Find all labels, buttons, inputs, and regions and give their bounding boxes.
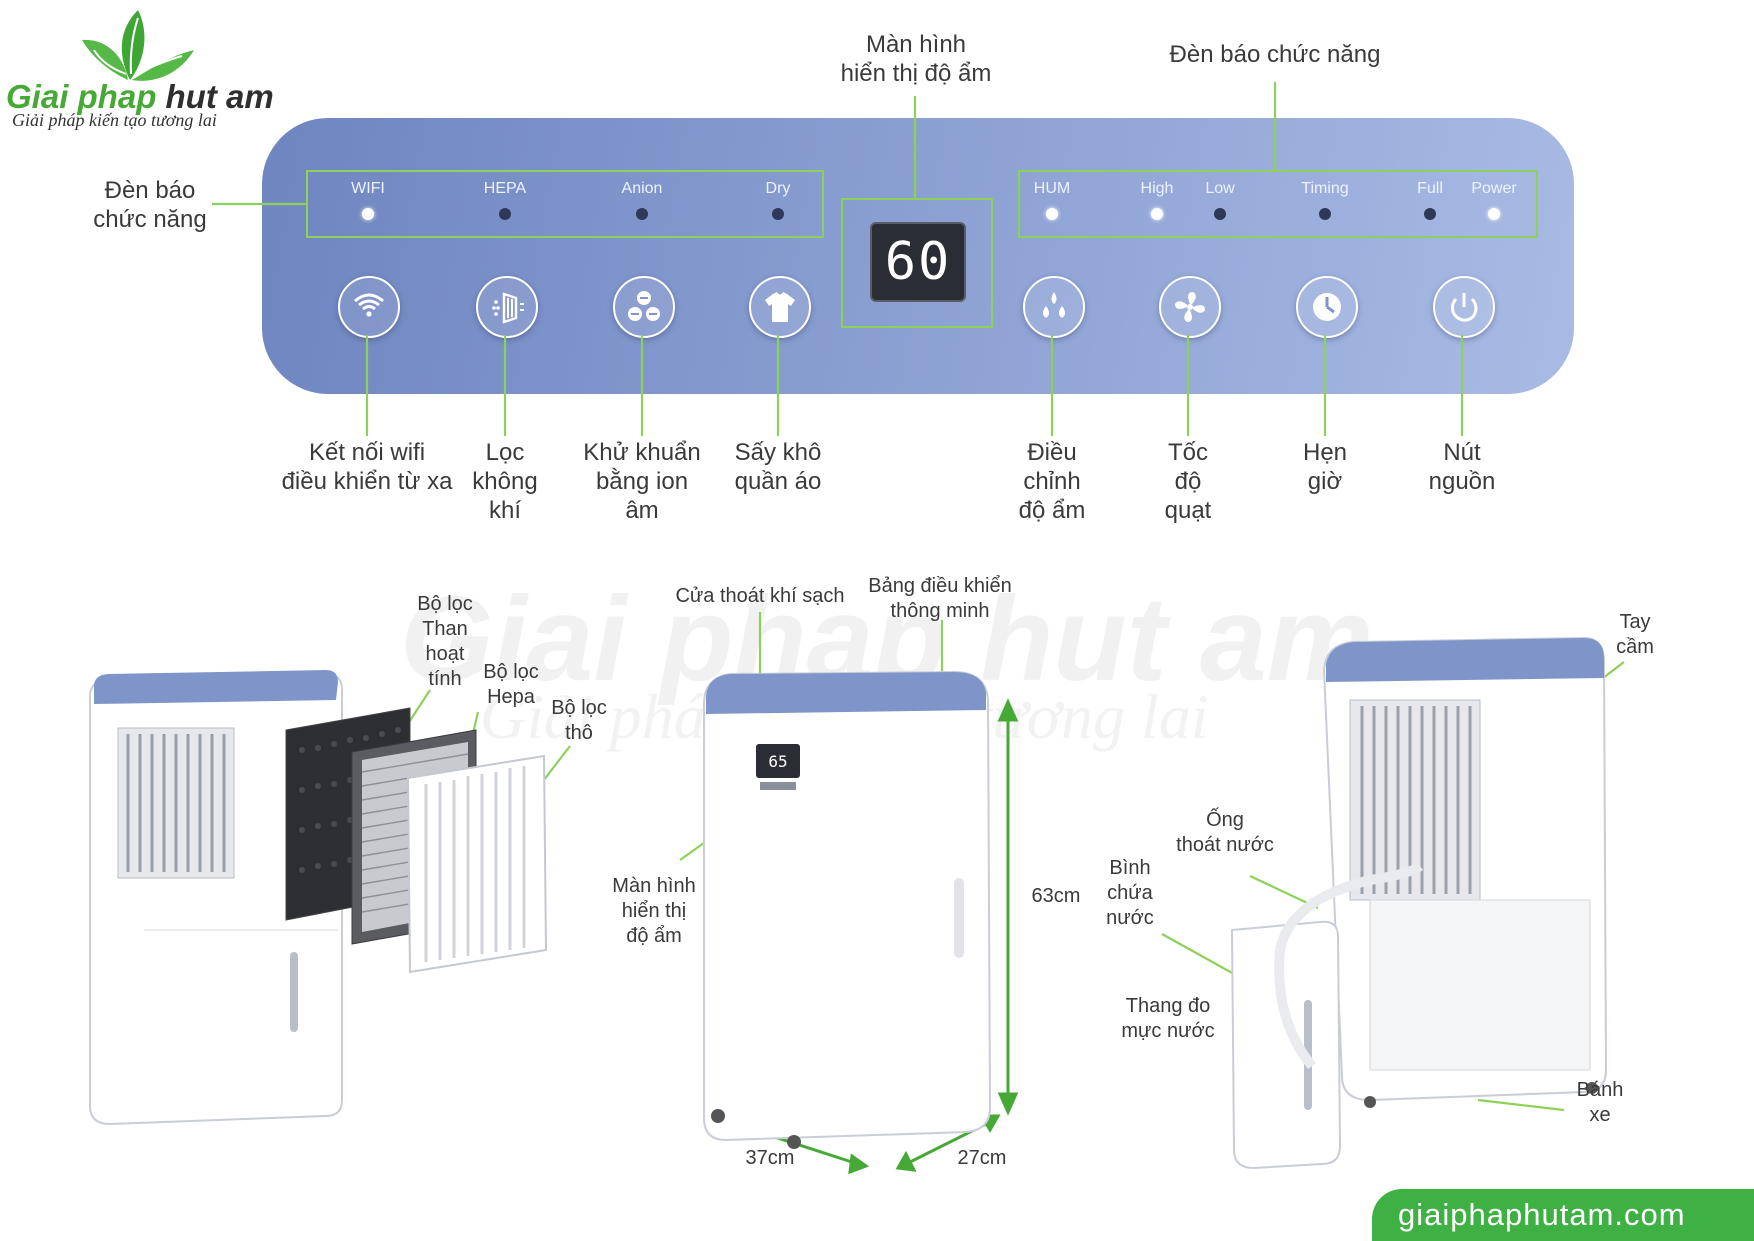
left-indicator-label-dry: Dry <box>765 180 791 197</box>
carbon-filter-label: Bộ lọc Than hoạt tính <box>417 593 473 690</box>
coarse-filter-label: Bộ lọc thô <box>551 697 607 744</box>
website-url[interactable]: giaiphaphutam.com <box>1398 1197 1686 1232</box>
control-button-fan[interactable] <box>1159 276 1221 338</box>
wifi-icon <box>354 293 384 317</box>
right-indicator-label-timing: Timing <box>1301 180 1349 197</box>
left-indicator-light-anion <box>636 208 648 220</box>
water-tank-label: Bình chứa nước <box>1106 857 1154 929</box>
button-label-ion: Khử khuẩn bằng ion âm <box>583 439 701 524</box>
air-outlet-label: Cửa thoát khí sạch <box>675 585 845 607</box>
right-indicator-light-high <box>1151 208 1163 220</box>
fan-icon <box>1175 292 1205 322</box>
air-filter-icon <box>492 292 524 324</box>
dehumidifier-front-view: 65 <box>696 664 996 1164</box>
ion-icon <box>628 291 660 321</box>
control-button-ion[interactable] <box>613 276 675 338</box>
control-button-water-drops[interactable] <box>1023 276 1085 338</box>
humidity-value: 60 <box>884 232 952 292</box>
dehumidifier-front-illustration: 65 <box>703 670 992 1149</box>
clock-icon <box>1313 293 1341 321</box>
right-indicator-label-low: Low <box>1205 180 1235 197</box>
left-indicator-title: Đèn báo chức năng <box>93 177 207 233</box>
logo: Giai phap hut am Giải pháp kiến tạo tươn… <box>0 0 300 130</box>
right-indicator-light-full <box>1424 208 1436 220</box>
left-indicator-label-anion: Anion <box>621 180 663 197</box>
right-indicator-light-hum <box>1046 208 1058 220</box>
handle-label: Tay cầm <box>1616 611 1654 658</box>
dehumidifier-rear-illustration <box>1230 636 1608 1170</box>
water-gauge-label: Thang đo mực nước <box>1121 995 1215 1042</box>
left-indicator-group <box>306 170 824 238</box>
dehumidifier-rear-view <box>1220 630 1620 1170</box>
button-label-air-filter: Lọc không khí <box>472 439 538 524</box>
front-screen-label: Màn hình hiển thị độ ẩm <box>612 875 696 947</box>
control-button-clock[interactable] <box>1296 276 1358 338</box>
button-label-water-drops: Điều chỉnh độ ẩm <box>1018 439 1086 524</box>
display-title: Màn hình hiển thị độ ẩm <box>840 31 992 87</box>
water-drops-icon <box>1043 292 1065 318</box>
left-indicator-label-wifi: WIFI <box>351 180 385 197</box>
height-dimension: 63cm <box>1031 885 1081 907</box>
depth-dimension: 27cm <box>957 1147 1007 1169</box>
humidity-display: 60 <box>870 222 966 302</box>
dehumidifier-exploded-view <box>80 660 560 1140</box>
hepa-filter-label: Bộ lọc Hepa <box>483 661 539 708</box>
drain-hose-label: Ống thoát nước <box>1176 809 1274 856</box>
control-button-air-filter[interactable] <box>476 276 538 338</box>
control-button-wifi[interactable] <box>338 276 400 338</box>
width-dimension: 37cm <box>745 1147 795 1169</box>
right-indicator-label-high: High <box>1140 180 1174 197</box>
right-indicator-group <box>1018 170 1538 238</box>
left-indicator-light-hepa <box>499 208 511 220</box>
website-badge[interactable]: giaiphaphutam.com <box>1372 1189 1754 1241</box>
button-label-clock: Hẹn giờ <box>1302 439 1348 495</box>
left-indicator-light-wifi <box>362 208 374 220</box>
power-icon <box>1450 293 1478 322</box>
right-indicator-label-full: Full <box>1417 180 1443 197</box>
logo-tagline: Giải pháp kiến tạo tương lai <box>12 110 217 130</box>
wheel-label: Bánh xe <box>1576 1079 1624 1126</box>
right-indicator-light-power <box>1488 208 1500 220</box>
control-button-shirt[interactable] <box>749 276 811 338</box>
right-indicator-label-power: Power <box>1471 180 1517 197</box>
right-indicator-light-low <box>1214 208 1226 220</box>
logo-wordmark: Giai phap hut am <box>6 78 274 115</box>
right-indicator-light-timing <box>1319 208 1331 220</box>
button-label-shirt: Sấy khô quần áo <box>734 439 822 495</box>
control-button-power[interactable] <box>1433 276 1495 338</box>
button-label-power: Nút nguồn <box>1428 439 1496 495</box>
shirt-icon <box>765 292 795 322</box>
display-frame <box>841 198 993 328</box>
right-indicator-title: Đèn báo chức năng <box>1169 41 1381 68</box>
dehumidifier-exploded-illustration <box>89 670 548 1126</box>
button-label-fan: Tốc độ quạt <box>1164 439 1212 524</box>
leaves-icon <box>82 10 194 81</box>
right-indicator-label-hum: HUM <box>1033 180 1071 197</box>
button-label-wifi: Kết nối wifi điều khiển từ xa <box>281 439 453 495</box>
left-indicator-light-dry <box>772 208 784 220</box>
left-indicator-label-hepa: HEPA <box>483 180 527 197</box>
front-display-value: 65 <box>768 752 787 771</box>
smart-panel-label: Bảng điều khiển thông minh <box>868 575 1012 622</box>
